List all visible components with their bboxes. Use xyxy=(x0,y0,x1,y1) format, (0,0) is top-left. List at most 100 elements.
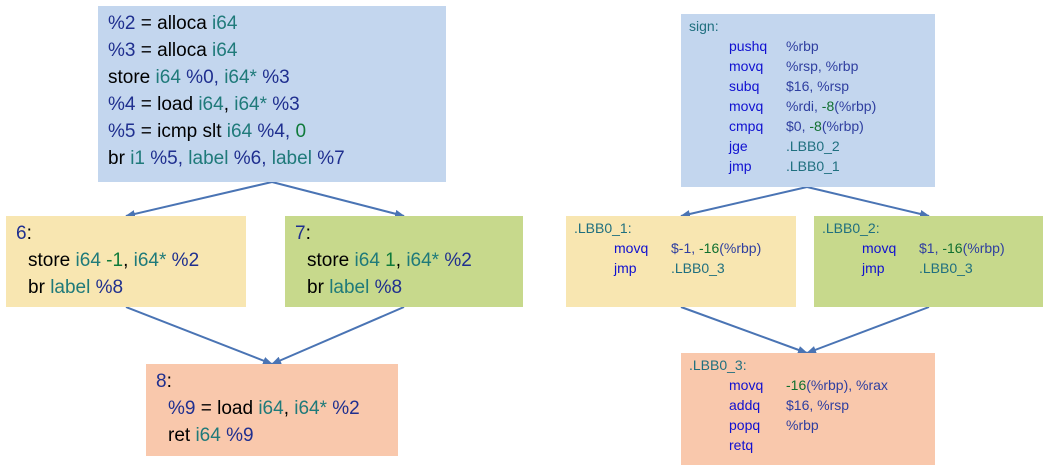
ir-token: br xyxy=(108,148,131,169)
asm-operand: .LBB0_1 xyxy=(786,158,840,174)
ir-token: %3 xyxy=(108,40,136,61)
ir-token: %9 xyxy=(168,398,196,419)
ir-code-line: ret i64 %9 xyxy=(168,422,398,449)
ir-token: 1 xyxy=(379,250,396,271)
ir-code-line: %9 = load i64, i64* %2 xyxy=(168,395,398,422)
asm-operand: (%rbp) xyxy=(962,240,1005,256)
ir-token: %7 xyxy=(311,148,345,169)
asm-lbb0-2-lines: movq$1, -16(%rbp)jmp.LBB0_3 xyxy=(822,238,1043,278)
ir-token: i64* xyxy=(294,398,327,419)
asm-opcode: cmpq xyxy=(729,118,764,134)
asm-operand: .LBB0_2 xyxy=(786,138,840,154)
ir-token: i64 xyxy=(155,67,181,88)
asm-opcode: movq xyxy=(862,240,897,256)
asm-operand: -16 xyxy=(942,240,963,256)
ir-token: = load xyxy=(195,398,259,419)
asm-instruction: cmpq$0, -8(%rbp) xyxy=(729,116,935,136)
ir-block-6-label: 6: xyxy=(16,223,32,244)
ir-token: , xyxy=(395,250,407,271)
asm-lbb0-2-block: .LBB0_2: movq$1, -16(%rbp)jmp.LBB0_3 xyxy=(814,216,1043,307)
ir-token: label xyxy=(50,277,91,298)
ir-token: , xyxy=(283,398,295,419)
ir-token: ret xyxy=(168,425,196,446)
asm-sign-label: sign: xyxy=(689,18,719,34)
asm-operand: $16, %rsp xyxy=(786,78,850,94)
asm-operand: %rbp xyxy=(786,417,819,433)
ir-block-8-label: 8: xyxy=(156,371,172,392)
ir-block-7-label: 7: xyxy=(295,223,311,244)
asm-opcode: pushq xyxy=(729,38,768,54)
ir-code-line: %4 = load i64, i64* %3 xyxy=(108,91,446,118)
ir-token: i64* xyxy=(234,94,267,115)
ir-token: = load xyxy=(135,94,199,115)
asm-operand: $-1, xyxy=(671,240,700,256)
ir-token: = alloca xyxy=(135,40,213,61)
ir-token: , xyxy=(123,250,134,271)
ir-code-line: %5 = icmp slt i64 %4, 0 xyxy=(108,118,446,145)
ir-code-line: br label %8 xyxy=(307,274,523,301)
asm-instruction: retq xyxy=(729,435,935,455)
asm-operand: -16 xyxy=(786,377,807,393)
asm-instruction: movq%rdi, -8(%rbp) xyxy=(729,96,935,116)
edge-7-to-8 xyxy=(271,306,405,365)
edge-entry-to-7 xyxy=(271,181,405,218)
asm-opcode: addq xyxy=(729,397,761,413)
edge-6-to-8 xyxy=(125,306,273,365)
ir-token: %0, xyxy=(180,67,225,88)
ir-token: i64* xyxy=(224,67,257,88)
asm-opcode: retq xyxy=(729,437,754,453)
asm-operand: $0, xyxy=(786,118,810,134)
ir-token: %4 xyxy=(108,94,136,115)
edge-lbb2-to-lbb3 xyxy=(806,306,930,354)
asm-operand: (%rbp) xyxy=(821,118,864,134)
ir-token: store xyxy=(108,67,156,88)
ir-token: i64 xyxy=(258,398,284,419)
ir-token: %3 xyxy=(267,94,300,115)
edge-entry-to-6 xyxy=(125,181,273,218)
asm-operand: -8 xyxy=(821,98,835,114)
asm-opcode: movq xyxy=(729,58,764,74)
asm-instruction: movq$-1, -16(%rbp) xyxy=(614,238,796,258)
asm-operand: -16 xyxy=(699,240,720,256)
ir-code-line: br i1 %5, label %6, label %7 xyxy=(108,145,446,172)
asm-opcode: jmp xyxy=(862,260,885,276)
ir-token: = icmp slt xyxy=(135,121,227,142)
ir-token: 0 xyxy=(295,121,307,142)
ir-token: %2 xyxy=(166,250,200,271)
ir-token: i64 xyxy=(354,250,380,271)
asm-instruction: movq%rsp, %rbp xyxy=(729,56,935,76)
ir-token: store xyxy=(307,250,355,271)
ir-token: %2 xyxy=(439,250,472,271)
asm-operand: .LBB0_3 xyxy=(671,260,725,276)
ir-block-7-lines: store i64 1, i64* %2 br label %8 xyxy=(295,247,523,301)
ir-code-line: store i64 -1, i64* %2 xyxy=(28,247,246,274)
ir-token: i64 xyxy=(212,40,238,61)
ir-token: %8 xyxy=(369,277,403,298)
asm-instruction: subq$16, %rsp xyxy=(729,76,935,96)
edge-sign-to-lbb2 xyxy=(806,186,930,218)
ir-token: %2 xyxy=(327,398,360,419)
ir-token: %6, xyxy=(228,148,272,169)
ir-token: i64 xyxy=(212,13,238,34)
ir-block-7: 7: store i64 1, i64* %2 br label %8 xyxy=(285,216,523,307)
ir-token: i64* xyxy=(406,250,440,271)
asm-operand: (%rbp) xyxy=(719,240,762,256)
ir-token: br xyxy=(28,277,51,298)
asm-opcode: jge xyxy=(729,138,748,154)
asm-instruction: popq %rbp xyxy=(729,415,935,435)
ir-token: label xyxy=(271,148,312,169)
asm-opcode: popq xyxy=(729,417,761,433)
asm-operand: %rbp xyxy=(786,38,819,54)
asm-operand: $16, %rsp xyxy=(786,397,850,413)
ir-token: br xyxy=(307,277,330,298)
asm-opcode: jmp xyxy=(729,158,752,174)
edge-lbb1-to-lbb3 xyxy=(680,306,808,354)
